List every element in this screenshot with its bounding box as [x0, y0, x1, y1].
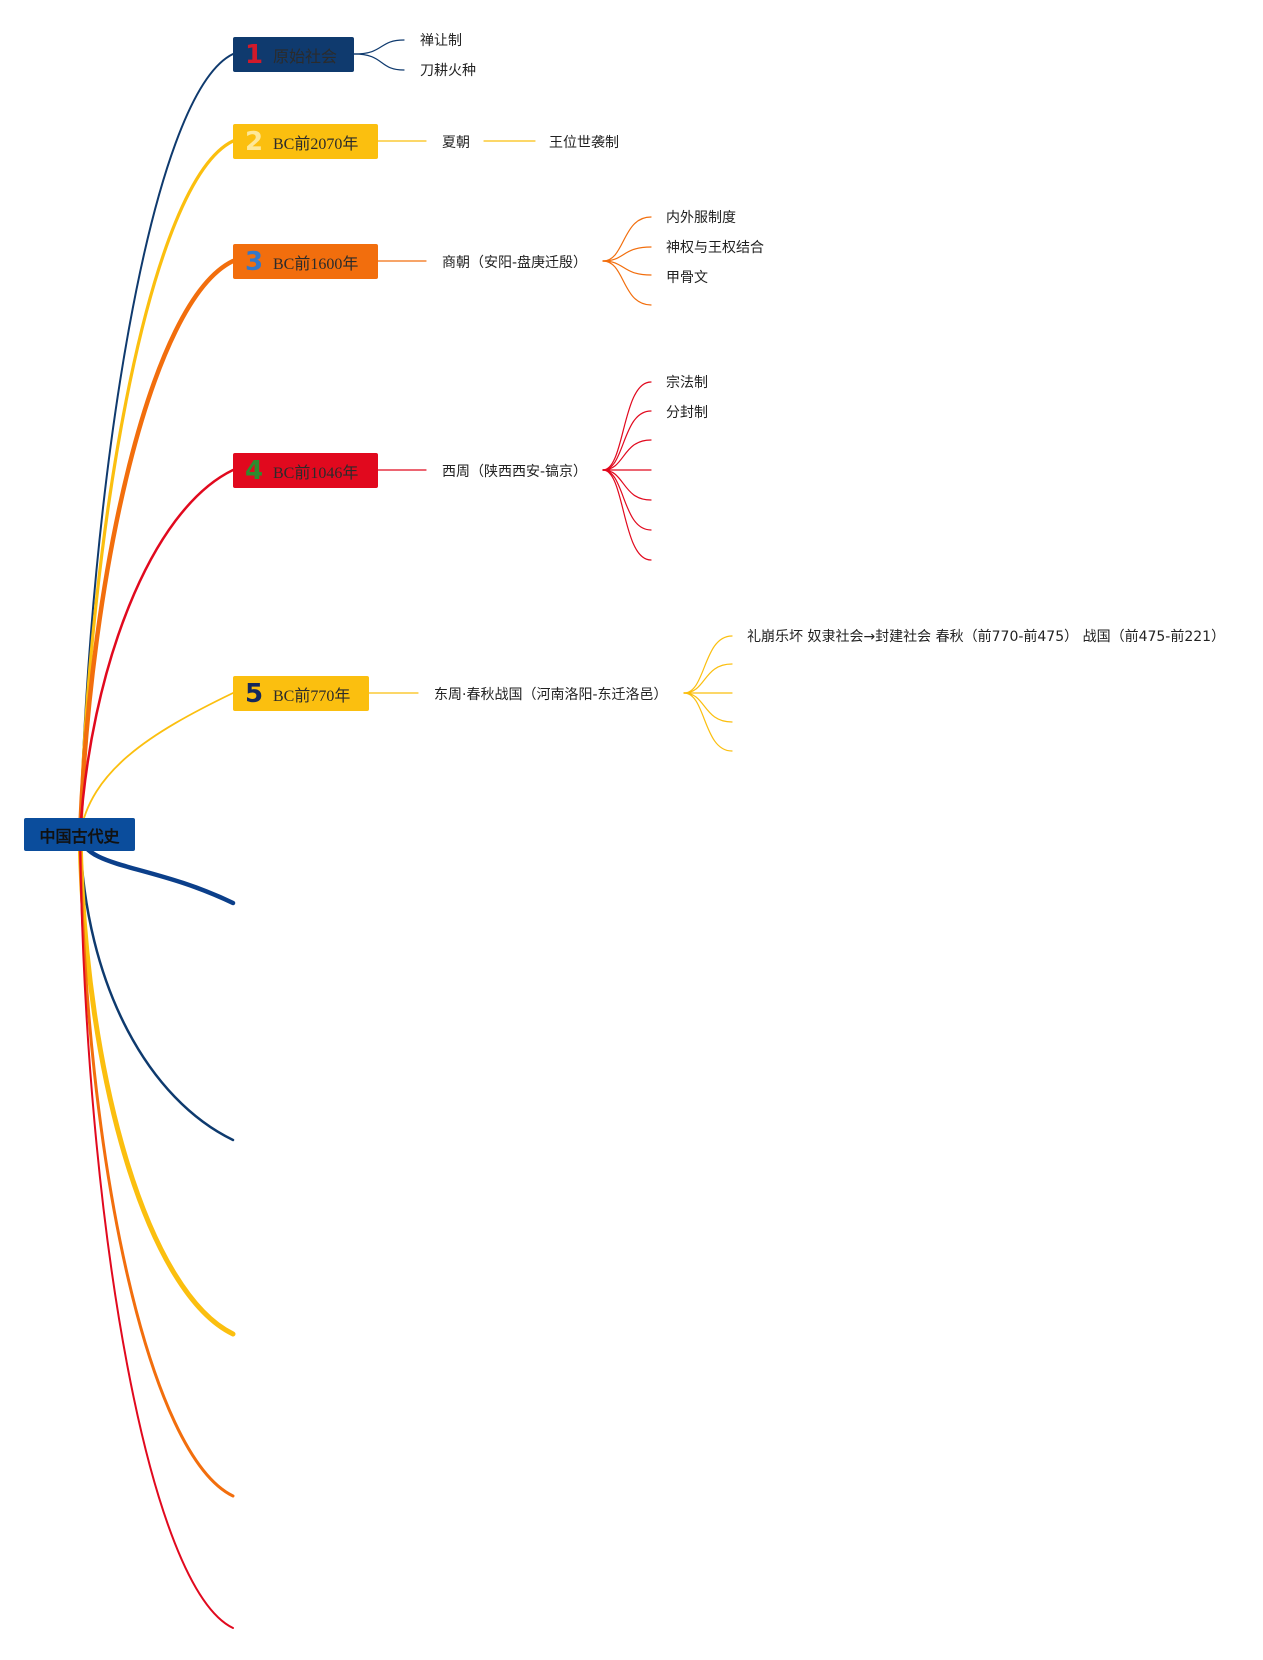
period-number: 5: [244, 678, 264, 709]
period-label: 原始社会: [273, 48, 338, 66]
root-branch-line: [79, 53, 234, 836]
dynasty-label[interactable]: 西周（陕西西安-镐京）: [442, 464, 588, 480]
leaf-connector: [602, 260, 652, 276]
leaf-label[interactable]: 禅让制: [420, 33, 462, 49]
root-branch-line: [79, 834, 234, 1629]
dynasty-label[interactable]: 东周·春秋战国（河南洛阳-东迁洛邑）: [434, 687, 668, 703]
period-number: 3: [244, 246, 264, 277]
root-branch-line: [77, 832, 236, 1337]
dynasty-label[interactable]: 夏朝: [442, 135, 470, 151]
root-node[interactable]: 中国古代史: [24, 818, 135, 851]
period-number: 4: [244, 455, 264, 486]
period-node-3[interactable]: 3 BC前1600年: [233, 244, 378, 279]
root-branch-line: [78, 833, 235, 1142]
root-branch-line: [78, 468, 235, 837]
period-node-5[interactable]: 5 BC前770年: [233, 676, 369, 711]
period-node-1[interactable]: 1 原始社会: [233, 37, 354, 72]
root-branch-line: [77, 258, 236, 838]
leaf-label[interactable]: 分封制: [666, 405, 708, 421]
period-label: BC前1046年: [273, 464, 359, 482]
leaf-connector: [602, 410, 652, 471]
leaf-connector: [602, 216, 652, 262]
leaf-label[interactable]: 礼崩乐坏 奴隶社会→封建社会 春秋（前770-前475） 战国（前475-前22…: [747, 629, 1226, 645]
root-branch-line: [78, 139, 235, 837]
leaf-connector: [602, 381, 652, 471]
leaf-label[interactable]: 刀耕火种: [420, 63, 476, 79]
period-label: BC前770年: [273, 687, 351, 705]
leaf-connector: [683, 635, 733, 694]
period-number: 2: [244, 126, 264, 157]
leaf-label[interactable]: 甲骨文: [666, 270, 708, 286]
root-label: 中国古代史: [39, 826, 120, 846]
leaf-connector: [602, 469, 652, 501]
root-branch-line: [78, 833, 235, 1498]
period-node-4[interactable]: 4 BC前1046年: [233, 453, 378, 488]
leaf-connector: [602, 260, 652, 306]
leaf-connector: [602, 469, 652, 561]
period-number: 1: [244, 39, 264, 70]
period-label: BC前1600年: [273, 255, 359, 273]
leaf-connector: [602, 439, 652, 471]
root-branch-line: [79, 692, 234, 836]
leaf-connector: [353, 39, 405, 55]
leaf-label[interactable]: 宗法制: [666, 375, 708, 391]
leaf-connector: [683, 692, 733, 752]
leaf-connector: [602, 469, 652, 531]
dynasty-label[interactable]: 商朝（安阳-盘庚迁殷）: [442, 255, 588, 271]
period-label: BC前2070年: [273, 135, 359, 153]
leaf-label[interactable]: 王位世袭制: [549, 135, 619, 151]
leaf-connector: [353, 53, 405, 71]
leaf-connector: [602, 246, 652, 262]
leaf-connector: [683, 663, 733, 694]
period-node-2[interactable]: 2 BC前2070年: [233, 124, 378, 159]
leaf-label[interactable]: 内外服制度: [666, 210, 736, 226]
leaf-label[interactable]: 神权与王权结合: [666, 240, 764, 256]
leaf-connector: [683, 692, 733, 723]
